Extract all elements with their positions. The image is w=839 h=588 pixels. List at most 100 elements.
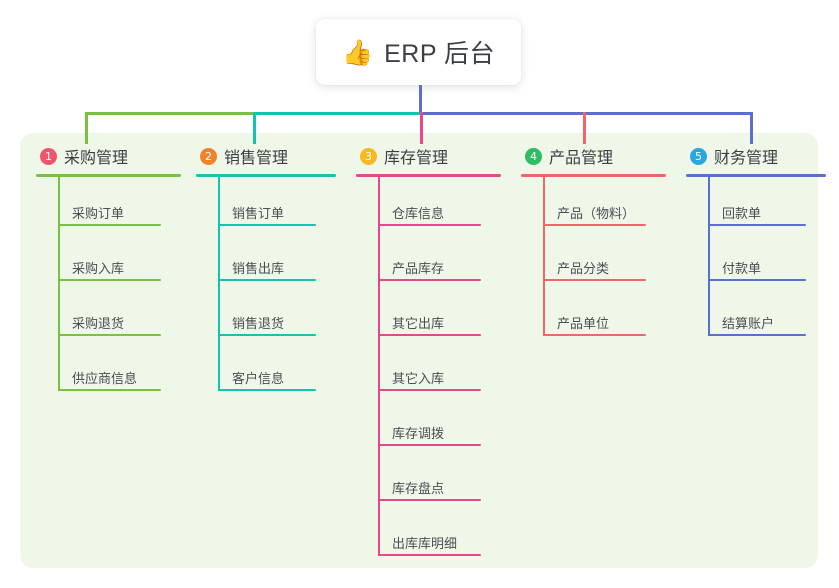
branch-item-list: 采购订单采购入库采购退货供应商信息 [36, 177, 181, 397]
branch-item-label: 客户信息 [232, 371, 285, 386]
branch-header-5[interactable]: 5 财务管理 [686, 144, 826, 168]
branch-item-underline [378, 279, 481, 281]
branch-item-underline [543, 334, 646, 336]
branch-item-label: 回款单 [722, 206, 762, 221]
branch-item-label: 库存盘点 [392, 481, 445, 496]
branch-number-badge: 3 [360, 147, 377, 165]
branch-item[interactable]: 产品分类 [521, 232, 666, 287]
branch-item[interactable]: 回款单 [686, 177, 826, 232]
diagram-panel-background [20, 133, 818, 568]
branch-item-underline [218, 224, 316, 226]
branch-spine [543, 177, 545, 336]
branch-item[interactable]: 产品（物料） [521, 177, 666, 232]
root-node-title: ERP 后台 [384, 40, 496, 68]
branch-item-label: 产品（物料） [557, 206, 636, 221]
branch-item[interactable]: 客户信息 [196, 342, 336, 397]
connector-drop-4 [583, 112, 586, 144]
branch-title: 产品管理 [549, 150, 614, 167]
branch-item-underline [58, 389, 161, 391]
branch-item-underline [378, 389, 481, 391]
branch-item[interactable]: 采购订单 [36, 177, 181, 232]
branch-item-underline [708, 334, 806, 336]
branch-item-label: 销售出库 [232, 261, 285, 276]
branch-number-badge: 5 [690, 147, 707, 165]
branch-item[interactable]: 库存盘点 [356, 452, 501, 507]
branch-item-label: 其它出库 [392, 316, 445, 331]
branch-item[interactable]: 库存调拨 [356, 397, 501, 452]
branch-item[interactable]: 销售订单 [196, 177, 336, 232]
branch-item-label: 出库库明细 [392, 536, 458, 551]
branch-item[interactable]: 采购退货 [36, 287, 181, 342]
branch-item-label: 供应商信息 [72, 371, 138, 386]
connector-drop-2 [253, 112, 256, 144]
connector-drop-5 [750, 112, 753, 144]
thumbs-up-icon: 👍 [341, 37, 374, 67]
connector-bus-segment-2 [253, 112, 423, 115]
branch-header-underline [196, 174, 336, 177]
branch-item-underline [378, 554, 481, 556]
branch-item-label: 付款单 [722, 261, 762, 276]
branch-item-label: 销售订单 [232, 206, 285, 221]
branch-item-underline [378, 444, 481, 446]
branch-item-label: 其它入库 [392, 371, 445, 386]
root-node-content: 👍 ERP 后台 [342, 34, 495, 70]
branch-item[interactable]: 付款单 [686, 232, 826, 287]
branch-item[interactable]: 销售出库 [196, 232, 336, 287]
connector-drop-1 [85, 112, 88, 144]
branch-item-label: 销售退货 [232, 316, 285, 331]
branch-item-underline [58, 224, 161, 226]
branch-item-list: 回款单付款单结算账户 [686, 177, 826, 342]
branch-item-list: 销售订单销售出库销售退货客户信息 [196, 177, 336, 397]
branch-column-5: 5 财务管理回款单付款单结算账户 [686, 144, 826, 342]
branch-item-label: 库存调拨 [392, 426, 445, 441]
branch-spine [218, 177, 220, 391]
branch-item-underline [543, 224, 646, 226]
branch-item-underline [218, 279, 316, 281]
branch-header-underline [686, 174, 826, 177]
branch-item-underline [378, 334, 481, 336]
branch-item[interactable]: 产品单位 [521, 287, 666, 342]
branch-item-underline [708, 279, 806, 281]
branch-title: 财务管理 [714, 150, 779, 167]
branch-item[interactable]: 采购入库 [36, 232, 181, 287]
branch-spine [708, 177, 710, 336]
branch-header-underline [521, 174, 666, 177]
branch-item-label: 采购订单 [72, 206, 125, 221]
branch-item-list: 仓库信息产品库存其它出库其它入库库存调拨库存盘点出库库明细 [356, 177, 501, 562]
branch-item-label: 产品单位 [557, 316, 610, 331]
branch-item-label: 结算账户 [722, 316, 775, 331]
branch-item-label: 采购入库 [72, 261, 125, 276]
branch-header-underline [356, 174, 501, 177]
branch-item-underline [378, 499, 481, 501]
branch-item[interactable]: 其它入库 [356, 342, 501, 397]
branch-item[interactable]: 出库库明细 [356, 507, 501, 562]
branch-item[interactable]: 供应商信息 [36, 342, 181, 397]
branch-item-label: 产品分类 [557, 261, 610, 276]
branch-spine [58, 177, 60, 391]
branch-item[interactable]: 其它出库 [356, 287, 501, 342]
root-node-erp-backend[interactable]: 👍 ERP 后台 [316, 19, 521, 85]
branch-item[interactable]: 仓库信息 [356, 177, 501, 232]
branch-item[interactable]: 结算账户 [686, 287, 826, 342]
connector-trunk-vertical [419, 85, 422, 115]
branch-item[interactable]: 销售退货 [196, 287, 336, 342]
branch-header-underline [36, 174, 181, 177]
branch-spine [378, 177, 380, 556]
branch-item-underline [58, 279, 161, 281]
branch-title: 销售管理 [224, 150, 289, 167]
branch-item-underline [218, 334, 316, 336]
branch-title: 采购管理 [64, 150, 129, 167]
connector-bus-segment-3 [420, 112, 753, 115]
branch-item-underline [543, 279, 646, 281]
branch-item-label: 产品库存 [392, 261, 445, 276]
branch-item[interactable]: 产品库存 [356, 232, 501, 287]
branch-item-underline [708, 224, 806, 226]
